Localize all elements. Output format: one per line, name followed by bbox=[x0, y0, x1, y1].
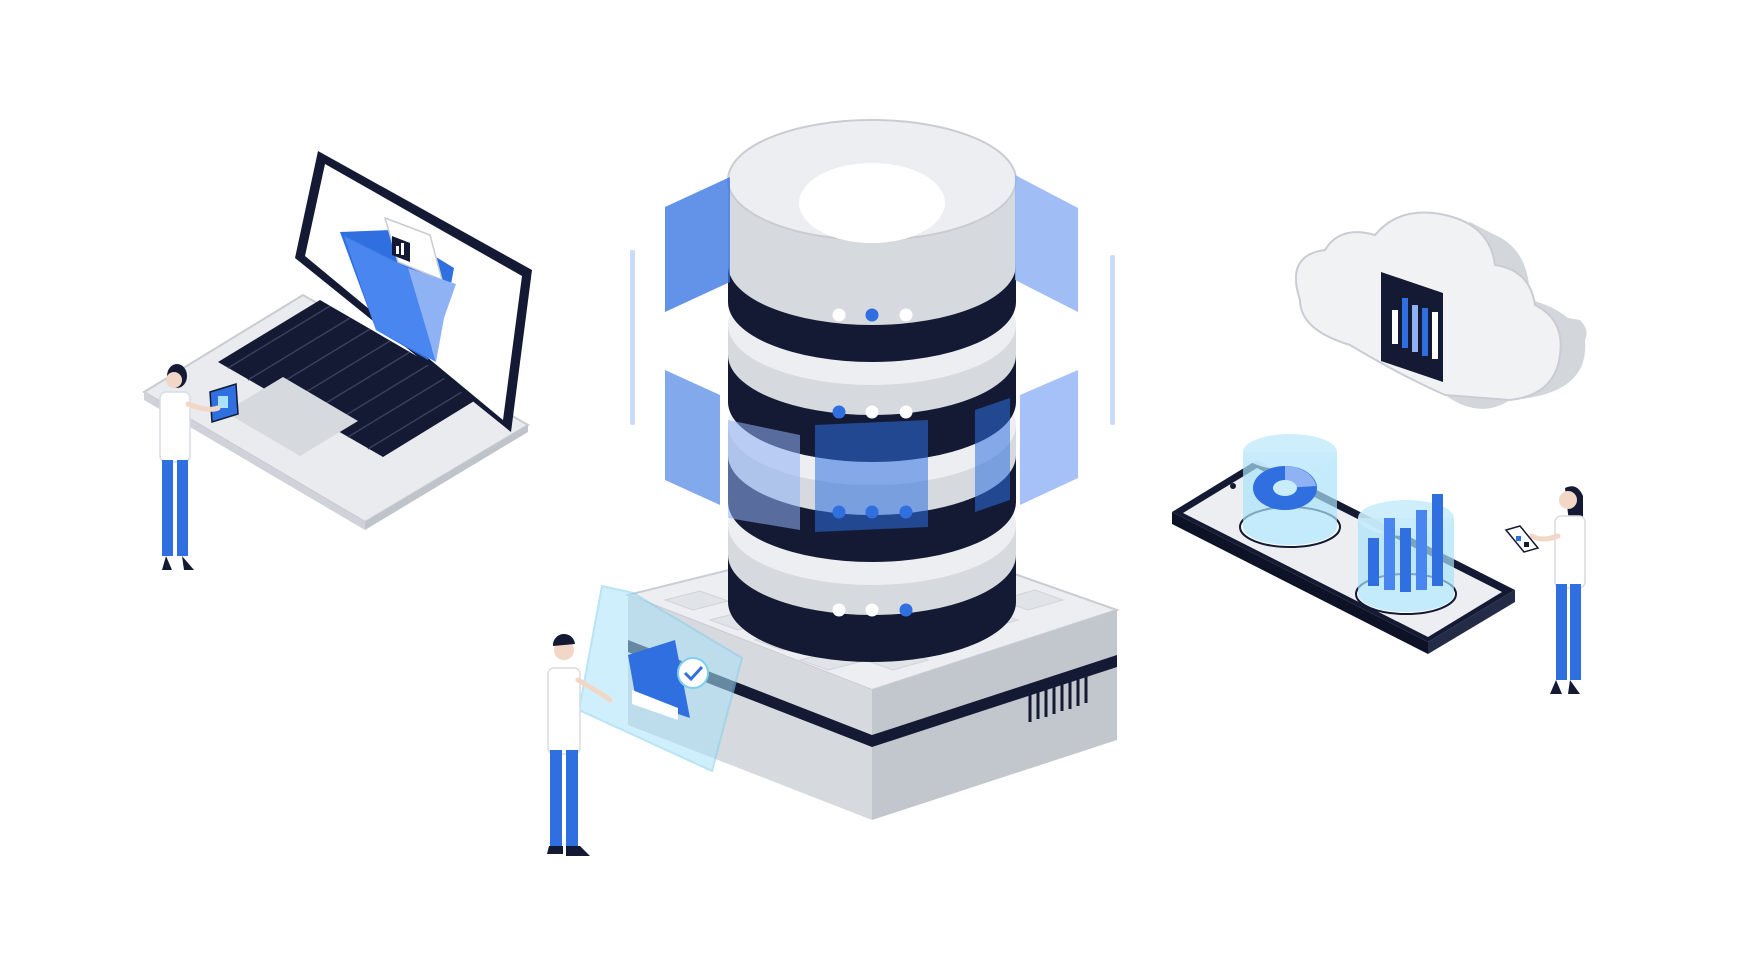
bar-chart-icon bbox=[1355, 494, 1457, 615]
person-icon bbox=[547, 633, 613, 856]
trackpad bbox=[225, 377, 358, 456]
laptop-icon bbox=[142, 151, 532, 530]
glass-document-panel bbox=[577, 584, 744, 773]
smartphone-icon bbox=[1172, 434, 1515, 654]
person-icon bbox=[159, 364, 239, 570]
checkmark-icon bbox=[677, 657, 709, 689]
pie-chart-icon bbox=[1239, 434, 1341, 548]
data-ring bbox=[630, 175, 1115, 532]
folder-icon bbox=[340, 216, 456, 362]
person-icon bbox=[1504, 486, 1586, 694]
bar-chart-icon bbox=[1381, 272, 1443, 382]
phone-icon bbox=[1504, 525, 1540, 553]
tablet-icon bbox=[209, 383, 239, 423]
vent-grille bbox=[1028, 671, 1088, 722]
database-server-icon bbox=[727, 119, 1017, 662]
cloud-icon bbox=[1295, 211, 1587, 409]
